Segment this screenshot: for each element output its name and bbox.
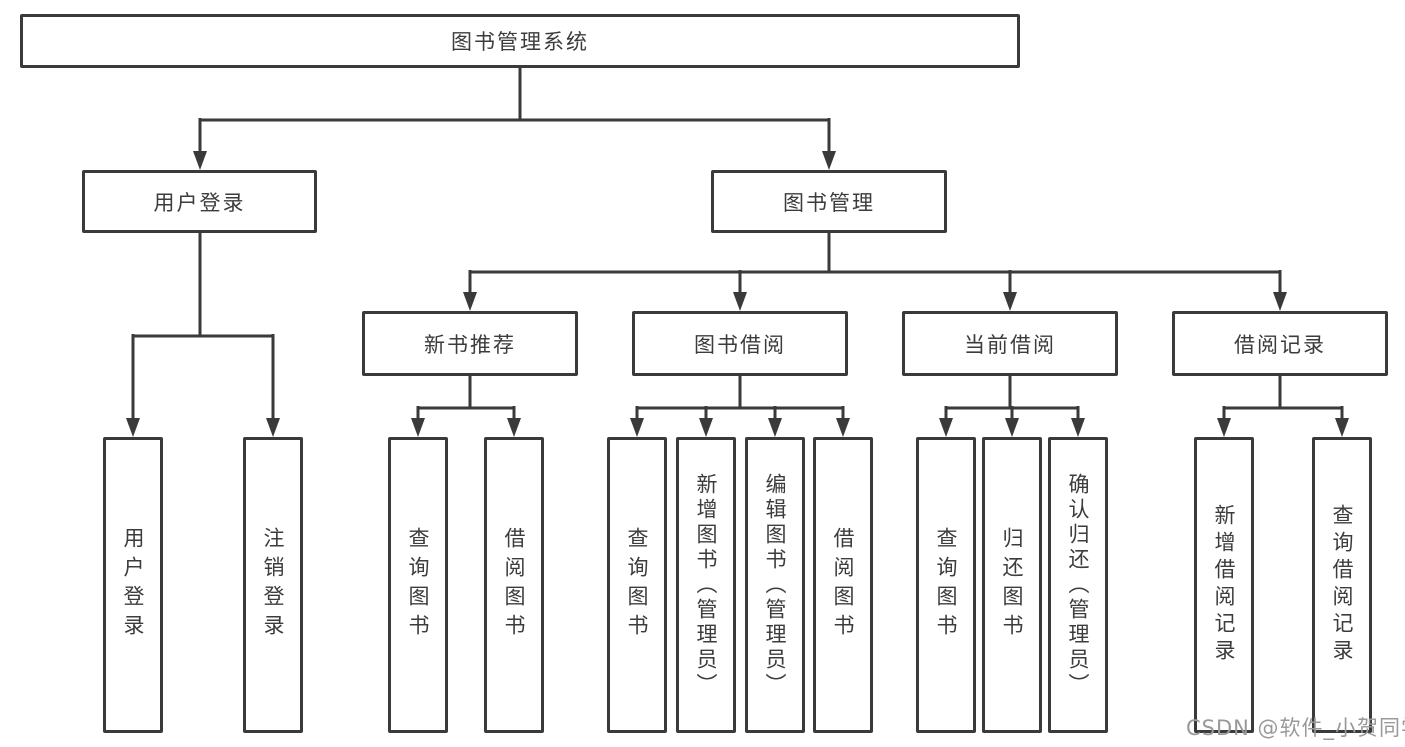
leaf-records-query-record: 查询借阅记录 [1312, 437, 1372, 733]
leaf-logout: 注销登录 [243, 437, 303, 733]
leaf-recommend-query-books: 查询图书 [388, 437, 448, 733]
node-label: 归还图书 [1000, 527, 1025, 643]
node-label: 编辑图书（管理员） [763, 472, 788, 698]
node-label: 查询借阅记录 [1330, 504, 1355, 666]
node-book-borrowing: 图书借阅 [632, 311, 848, 376]
node-label: 当前借阅 [964, 332, 1056, 357]
node-label: 查询图书 [406, 527, 431, 643]
node-label: 查询图书 [625, 527, 650, 643]
connector-user-login [131, 233, 275, 418]
connector-root [198, 68, 831, 152]
leaf-current-confirm-return-admin: 确认归还（管理员） [1048, 437, 1108, 733]
node-label: 用户登录 [153, 190, 246, 215]
csdn-watermark: CSDN @软件_小贺同学 [1186, 716, 1405, 740]
node-label: 借阅图书 [831, 527, 856, 643]
connector-book-borrowing [635, 376, 845, 418]
node-library-management-system: 图书管理系统 [20, 14, 1020, 68]
node-label: 用户登录 [121, 527, 146, 643]
leaf-current-query-books: 查询图书 [916, 437, 976, 733]
leaf-borrowing-borrow-books: 借阅图书 [813, 437, 873, 733]
arrowheads [126, 151, 1349, 437]
connector-book-management [468, 233, 1282, 293]
leaf-current-return-books: 归还图书 [982, 437, 1042, 733]
connector-borrowing-records [1222, 376, 1344, 418]
leaf-borrowing-add-books-admin: 新增图书（管理员） [676, 437, 736, 733]
node-current-borrowing: 当前借阅 [902, 311, 1118, 376]
connector-current-borrowing [944, 376, 1080, 418]
node-label: 确认归还（管理员） [1066, 472, 1091, 698]
node-label: 注销登录 [261, 527, 286, 643]
node-book-management: 图书管理 [711, 170, 947, 233]
node-label: 新增借阅记录 [1212, 504, 1237, 666]
node-label: 借阅记录 [1234, 332, 1326, 357]
leaf-recommend-borrow-books: 借阅图书 [484, 437, 544, 733]
node-label: 借阅图书 [502, 527, 527, 643]
node-borrowing-records: 借阅记录 [1172, 311, 1388, 376]
node-label: 图书借阅 [694, 332, 786, 357]
leaf-borrowing-query-books: 查询图书 [607, 437, 667, 733]
node-label: 新书推荐 [424, 332, 516, 357]
node-label: 图书管理系统 [451, 30, 589, 54]
node-user-login: 用户登录 [82, 170, 317, 233]
node-label: 图书管理 [783, 190, 875, 215]
leaf-records-add-record: 新增借阅记录 [1194, 437, 1254, 733]
connector-new-book-recommend [416, 376, 516, 418]
node-new-book-recommend: 新书推荐 [362, 311, 578, 376]
node-label: 新增图书（管理员） [694, 472, 719, 698]
leaf-borrowing-edit-books-admin: 编辑图书（管理员） [745, 437, 805, 733]
node-label: 查询图书 [934, 527, 959, 643]
leaf-user-login: 用户登录 [103, 437, 163, 733]
